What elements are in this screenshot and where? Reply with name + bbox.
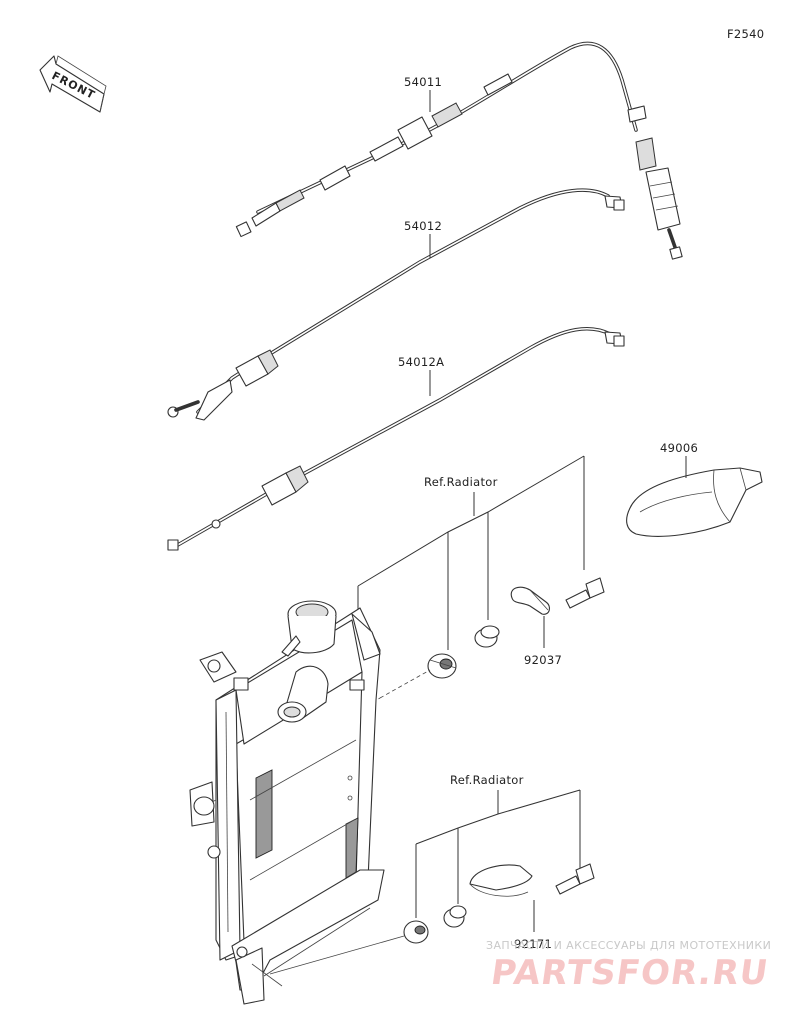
cable-54012 [167,188,625,421]
label-49006: 49006 [660,441,698,455]
label-54011: 54011 [404,75,442,89]
cable-54012a [167,327,625,551]
radiator [189,600,385,1005]
watermark-tagline: ЗАПЧАСТИ И АКСЕССУАРЫ ДЛЯ МОТОТЕХНИКИ [486,939,771,952]
collar-top [474,625,500,648]
clip-92171 [469,864,533,897]
collar-bottom [443,905,467,928]
grommet-top [427,653,457,679]
figure-code: F2540 [727,27,764,41]
cable-54011 [235,41,683,260]
ref-radiator-bottom: Ref.Radiator [450,773,524,787]
bolt-top [565,577,605,609]
clip-92037 [510,586,551,615]
label-54012a: 54012A [398,355,444,369]
watermark-brand: PARTSFOR.RU [488,953,771,993]
label-54012: 54012 [404,219,442,233]
ref-radiator-top: Ref.Radiator [424,475,498,489]
grommet-bottom [403,920,429,944]
label-92171: 92171 [514,937,552,951]
label-92037: 92037 [524,653,562,667]
front-arrow-icon: FRONT [39,55,107,113]
bolt-bottom [555,863,595,895]
part-49006 [626,467,763,537]
